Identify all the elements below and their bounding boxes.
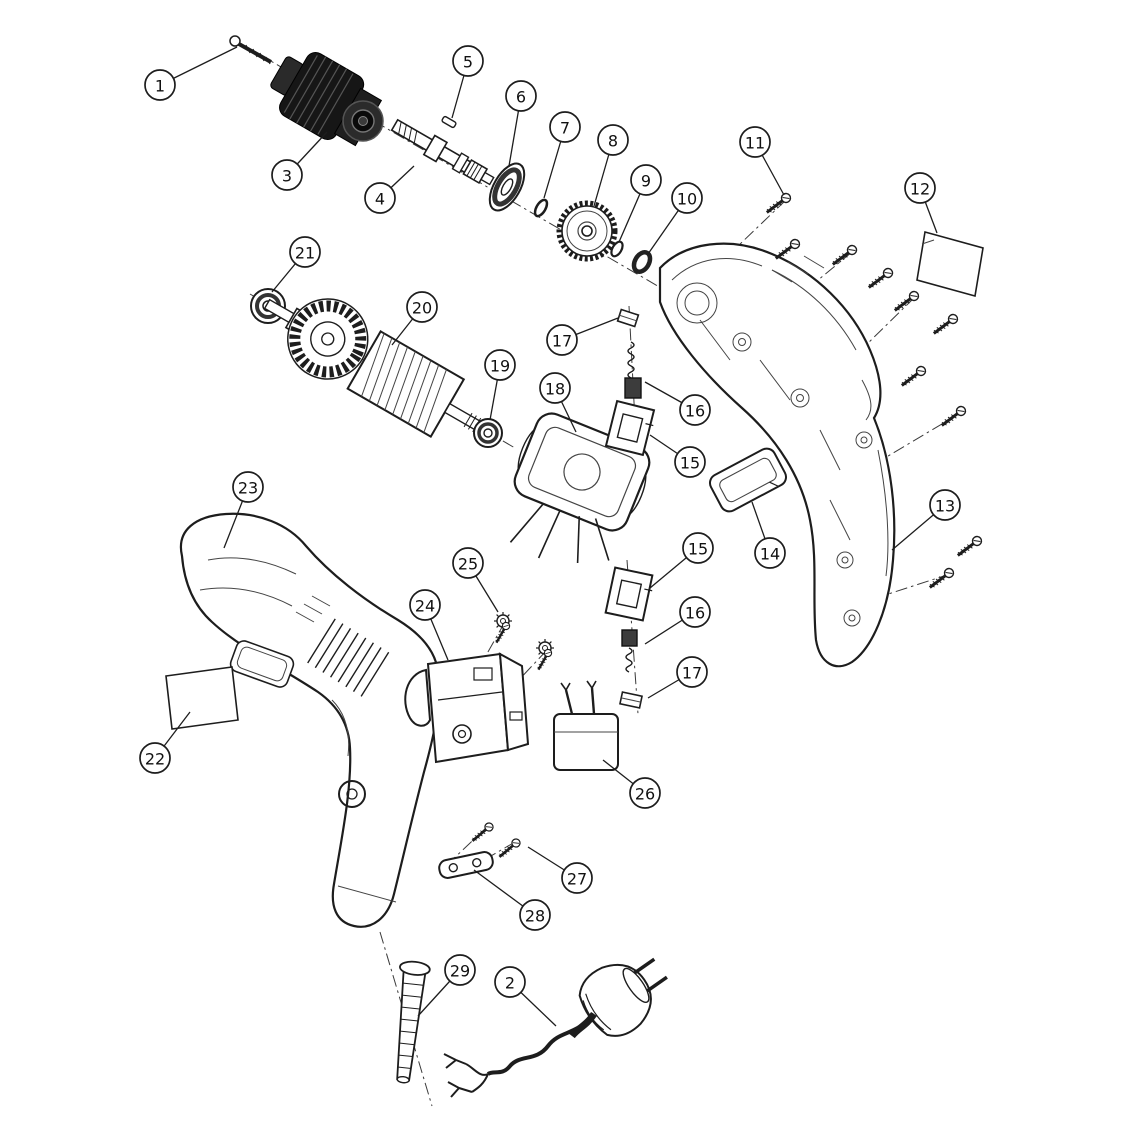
svg-text:10: 10 [677, 190, 697, 209]
part-label-left [165, 666, 239, 730]
part-brush-cap-a [616, 308, 640, 328]
callout-4-3: 4 [364, 165, 415, 214]
callout-27-29: 27 [527, 846, 593, 894]
part-spindle [390, 118, 495, 186]
svg-text:5: 5 [463, 53, 473, 72]
callout-21-23: 21 [271, 236, 321, 293]
callout-10-9: 10 [647, 182, 703, 255]
part-washer-small [610, 240, 624, 258]
callout-3-2: 3 [271, 131, 328, 191]
part-brush-cover [708, 447, 788, 513]
svg-text:17: 17 [682, 664, 702, 683]
svg-text:11: 11 [745, 134, 765, 153]
svg-text:7: 7 [560, 119, 570, 138]
svg-text:1: 1 [155, 77, 165, 96]
svg-text:3: 3 [282, 167, 292, 186]
part-pinion-bearing [473, 418, 503, 448]
part-brush-holder-b [604, 566, 654, 622]
svg-text:27: 27 [567, 870, 587, 889]
callout-16-16: 16 [644, 381, 711, 426]
callout-17-18: 17 [546, 317, 619, 356]
svg-text:20: 20 [412, 299, 432, 318]
part-cord-clamp [438, 851, 494, 879]
callout-11-10: 11 [739, 126, 785, 196]
callout-16-17: 16 [644, 596, 711, 645]
part-carbon-brush-b [621, 629, 638, 673]
part-front-bearing [488, 162, 526, 212]
callout-15-15: 15 [649, 532, 714, 589]
callout-13-12: 13 [891, 489, 961, 551]
svg-text:15: 15 [680, 454, 700, 473]
callout-14-13: 14 [751, 501, 786, 569]
part-label-right [916, 230, 984, 298]
part-chuck-screw [229, 35, 272, 65]
part-capacitor [553, 680, 619, 771]
svg-text:25: 25 [458, 555, 478, 574]
callout-7-6: 7 [543, 111, 581, 199]
callout-15-14: 15 [649, 434, 706, 478]
part-switch [404, 652, 530, 764]
callout-20-22: 20 [391, 291, 438, 346]
part-spur-gear [556, 200, 618, 262]
part-retaining-ring [631, 250, 653, 274]
svg-text:26: 26 [635, 785, 655, 804]
part-brush-cap-b [619, 691, 643, 709]
svg-text:4: 4 [375, 190, 385, 209]
svg-text:12: 12 [910, 180, 930, 199]
callout-25-27: 25 [452, 547, 499, 613]
svg-text:23: 23 [238, 479, 258, 498]
callout-6-5: 6 [505, 80, 537, 167]
callout-2-1: 2 [494, 966, 557, 1027]
callout-17-19: 17 [647, 656, 708, 699]
callout-24-26: 24 [409, 589, 449, 661]
part-housing-right [658, 242, 896, 668]
svg-text:14: 14 [760, 545, 780, 564]
svg-text:28: 28 [525, 907, 545, 926]
callout-22-24: 22 [139, 711, 191, 774]
svg-text:17: 17 [552, 332, 572, 351]
svg-text:29: 29 [450, 962, 470, 981]
part-power-cord [443, 957, 668, 1098]
svg-text:15: 15 [688, 540, 708, 559]
svg-text:16: 16 [685, 604, 705, 623]
callout-layer: 1234567891011121314151516161717181920212… [139, 45, 961, 1027]
part-housing-left [179, 512, 441, 928]
svg-text:16: 16 [685, 402, 705, 421]
callout-12-11: 12 [904, 172, 938, 234]
part-cord-guard [396, 960, 431, 1084]
callout-1-0: 1 [144, 46, 238, 101]
part-armature [263, 298, 488, 438]
callout-9-8: 9 [618, 164, 662, 243]
callout-18-20: 18 [539, 372, 577, 433]
svg-text:22: 22 [145, 750, 165, 769]
svg-text:8: 8 [608, 132, 618, 151]
svg-text:21: 21 [295, 244, 315, 263]
svg-text:18: 18 [545, 380, 565, 399]
callout-8-7: 8 [593, 124, 629, 207]
part-carbon-brush-a [624, 341, 642, 399]
callout-23-25: 23 [223, 471, 264, 549]
callout-28-30: 28 [473, 869, 551, 931]
svg-text:19: 19 [490, 357, 510, 376]
callout-19-21: 19 [484, 349, 516, 421]
callout-26-28: 26 [602, 759, 661, 809]
callout-5-4: 5 [451, 45, 484, 119]
svg-text:6: 6 [516, 88, 526, 107]
part-key-pin [441, 115, 457, 129]
svg-text:13: 13 [935, 497, 955, 516]
part-brush-holder-a [604, 399, 656, 457]
part-chuck-face [342, 100, 384, 142]
callout-29-31: 29 [417, 954, 476, 1017]
part-washer [533, 198, 549, 218]
svg-text:24: 24 [415, 597, 435, 616]
svg-text:2: 2 [505, 974, 515, 993]
svg-text:9: 9 [641, 172, 651, 191]
